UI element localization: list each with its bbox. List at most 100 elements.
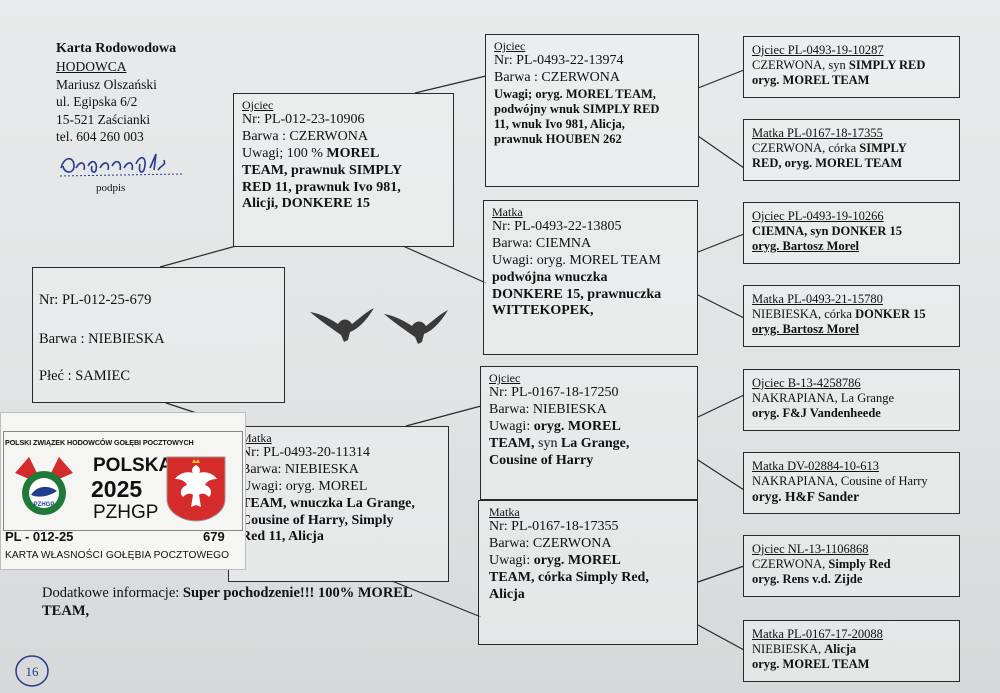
breeder-label: HODOWCA	[56, 59, 127, 75]
additional-info-text: Super pochodzenie!!! 100% MOREL	[182, 585, 413, 601]
mgm-notes-3: Alicja	[489, 586, 525, 602]
sticker-country: POLSKA	[93, 455, 173, 476]
ggp-box-7: Ojciec NL-13-1106868 CZERWONA, Simply Re…	[743, 535, 960, 597]
ggp5-line1: NAKRAPIANA, La Grange	[752, 391, 894, 405]
ggp2-label: Matka PL-0167-18-17355	[752, 126, 883, 140]
pgf-notes-1: Uwagi; oryg. MOREL TEAM,	[494, 86, 656, 101]
ggp3-label-b: PL-0493-19-10266	[784, 209, 884, 223]
ggp4-plain: NIEBIESKA, córka	[752, 307, 856, 321]
sticker-ring-number: PL - 012-25	[5, 529, 74, 544]
mother-notes-line2: TEAM, wnuczka La Grange,	[241, 495, 415, 511]
ggp2-line1: CZERWONA, córka SIMPLY	[752, 141, 959, 156]
sticker-serial: 679	[203, 529, 225, 544]
father-box: Ojciec Nr: PL-012-23-10906 Barwa : CZERW…	[233, 93, 454, 247]
pigeons-illustration	[310, 308, 448, 344]
pgf-color: Barwa : CZERWONA	[494, 70, 620, 86]
ggp5-label-a: Ojciec	[752, 376, 785, 390]
paternal-grandfather-box: Ojciec Nr: PL-0493-22-13974 Barwa : CZER…	[485, 34, 699, 187]
ggp-box-8: Matka PL-0167-17-20088 NIEBIESKA, Alicja…	[743, 620, 960, 682]
ggp2-plain: CZERWONA, córka	[752, 141, 860, 155]
pgm-notes-2: podwójna wnuczka	[492, 269, 608, 285]
ggp5-line2: oryg. F&J Vandenheede	[752, 406, 881, 420]
pgm-notes: Uwagi: oryg. MOREL TEAM	[492, 252, 661, 268]
paternal-grandmother-box: Matka Nr: PL-0493-22-13805 Barwa: CIEMNA…	[483, 200, 698, 355]
subject-ring-number: Nr: PL-012-25-679	[39, 292, 152, 308]
father-notes-line4: Alicji, DONKERE 15	[242, 196, 370, 212]
ggp6-label: Matka DV-02884-10-613	[752, 459, 959, 474]
mgm-notes: Uwagi: oryg. MOREL	[489, 553, 697, 570]
mgf-notes-bold: oryg. MOREL	[533, 418, 621, 434]
mother-box: Matka Nr: PL-0493-20-11314 Barwa: NIEBIE…	[228, 426, 449, 582]
ownership-sticker: POLSKI ZWIĄZEK HODOWCÓW GOŁĘBI POCZTOWYC…	[0, 412, 246, 570]
pigeon-icon	[384, 310, 448, 344]
additional-info-label: Dodatkowe informacje:	[42, 585, 183, 601]
subject-bird-box: Nr: PL-012-25-679 Barwa : NIEBIESKA Płeć…	[32, 267, 285, 403]
maternal-grandfather-box: Ojciec Nr: PL-0167-18-17250 Barwa: NIEBI…	[480, 366, 698, 500]
breeder-city: 15-521 Zaścianki	[56, 111, 151, 127]
breeder-phone: tel. 604 260 003	[56, 129, 144, 145]
mother-notes-line4: Red 11, Alicja	[241, 529, 324, 545]
ggp-box-1: Ojciec PL-0493-19-10287 CZERWONA, syn SI…	[743, 36, 960, 98]
ggp7-label-b: NL-13-1106868	[784, 542, 869, 556]
pgf-notes-2: podwójny wnuk SIMPLY RED	[494, 101, 660, 116]
sticker-org-name: POLSKI ZWIĄZEK HODOWCÓW GOŁĘBI POCZTOWYC…	[5, 438, 194, 447]
father-notes-bold: MOREL	[326, 145, 380, 161]
father-notes: Uwagi; 100 % MOREL	[242, 146, 453, 163]
ggp-box-5: Ojciec B-13-4258786 NAKRAPIANA, La Grang…	[743, 369, 960, 431]
pgf-notes-3: 11, wnuk Ivo 981, Alicja,	[494, 116, 625, 131]
father-label: Ojciec	[242, 98, 274, 112]
pgm-notes-4: WITTEKOPEK,	[492, 303, 594, 319]
ggp8-label: Matka PL-0167-17-20088	[752, 627, 959, 642]
ggp2-bold: SIMPLY	[859, 141, 907, 155]
ggp4-line1: NIEBIESKA, córka DONKER 15	[752, 307, 959, 322]
page-number: 16	[26, 664, 40, 679]
mother-color: Barwa: NIEBIESKA	[241, 462, 359, 478]
mgm-color: Barwa: CZERWONA	[489, 536, 612, 552]
pgf-label: Ojciec	[494, 39, 526, 53]
pgm-ring: Nr: PL-0493-22-13805	[492, 219, 622, 235]
breeder-header: Karta Rodowodowa HODOWCA Mariusz Olszańs…	[56, 40, 176, 146]
ggp8-line2: oryg. MOREL TEAM	[752, 657, 870, 671]
father-color: Barwa : CZERWONA	[242, 129, 368, 145]
ggp7-line1: CZERWONA, Simply Red	[752, 557, 959, 572]
additional-info-text-2: TEAM,	[42, 603, 90, 620]
subject-sex: Płeć : SAMIEC	[39, 368, 131, 384]
ggp1-label: Ojciec PL-0493-19-10287	[752, 43, 884, 57]
ggp4-label-a: Matka	[752, 292, 784, 306]
maternal-grandmother-box: Matka Nr: PL-0167-18-17355 Barwa: CZERWO…	[478, 500, 698, 645]
sticker-caption: KARTA WŁASNOŚCI GOŁĘBIA POCZTOWEGO	[5, 550, 230, 561]
pzhgp-logo-icon: PZHGP	[15, 457, 73, 515]
breeder-name: Mariusz Olszański	[56, 76, 157, 92]
mgm-notes-prefix: Uwagi:	[489, 552, 534, 568]
ggp4-label-b: PL-0493-21-15780	[783, 292, 883, 306]
sticker-org-abbr: PZHGP	[93, 502, 159, 523]
handwritten-signature	[59, 153, 183, 177]
pgm-notes-3: DONKERE 15, prawnuczka	[492, 286, 662, 302]
mgf-notes-2: TEAM, syn La Grange,	[489, 436, 697, 453]
ggp8-line1: NIEBIESKA, Alicja	[752, 642, 959, 657]
ggp7-plain: CZERWONA,	[752, 557, 829, 571]
pgm-color: Barwa: CIEMNA	[492, 236, 592, 252]
subject-color: Barwa : NIEBIESKA	[39, 331, 165, 347]
pgf-ring: Nr: PL-0493-22-13974	[494, 53, 624, 69]
mother-notes-line3: Cousine of Harry, Simply	[241, 512, 394, 528]
page-number-circle: 16	[15, 655, 49, 687]
ggp4-line2: oryg. Bartosz Morel	[752, 322, 860, 336]
ggp-box-2: Matka PL-0167-18-17355 CZERWONA, córka S…	[743, 119, 960, 181]
ggp8-label-b: PL-0167-17-20088	[783, 627, 883, 641]
ggp8-label-a: Matka	[752, 627, 784, 641]
additional-info: Dodatkowe informacje: Super pochodzenie!…	[42, 584, 482, 620]
ggp1-plain: CZERWONA, syn	[752, 58, 849, 72]
ggp5-label: Ojciec B-13-4258786	[752, 376, 959, 391]
ggp5-label-b: B-13-4258786	[784, 376, 861, 390]
sticker-frame	[3, 431, 243, 531]
ggp1-line1: CZERWONA, syn SIMPLY RED	[752, 58, 959, 73]
father-notes-line3: RED 11, prawnuk Ivo 981,	[242, 179, 401, 195]
mother-notes: Uwagi: oryg. MOREL	[241, 478, 368, 494]
ggp8-plain: NIEBIESKA,	[752, 642, 825, 656]
ggp6-line2: oryg. H&F Sander	[752, 489, 860, 504]
father-notes-line2: TEAM, prawnuk SIMPLY	[242, 162, 403, 178]
ggp-box-3: Ojciec PL-0493-19-10266 CIEMNA, syn DONK…	[743, 202, 960, 264]
ggp3-line2: oryg. Bartosz Morel	[752, 239, 860, 253]
ggp7-line2: oryg. Rens v.d. Zijde	[752, 572, 863, 586]
